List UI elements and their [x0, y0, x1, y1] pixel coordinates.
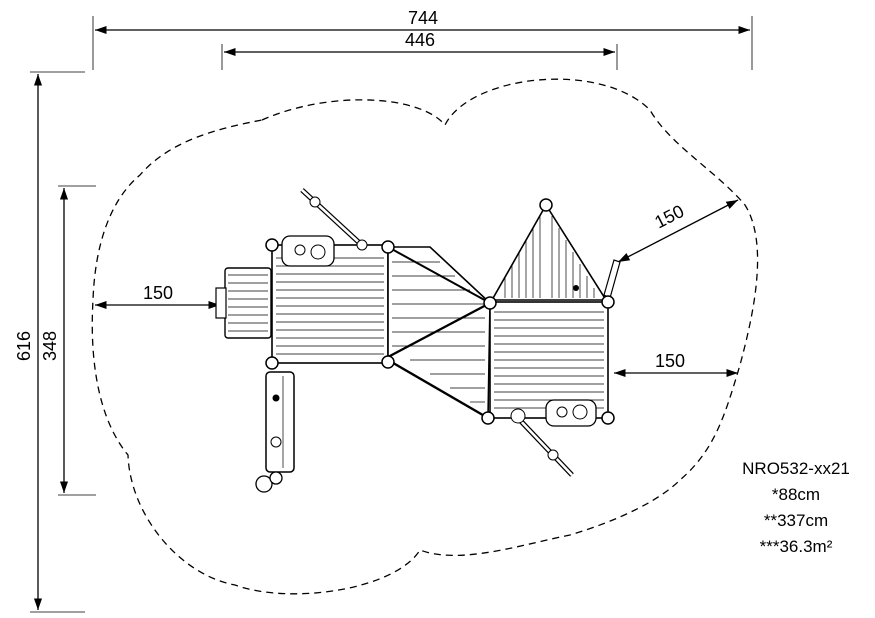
safety-area: ***36.3m²	[760, 537, 833, 556]
dimension-clearance-top-right-label: 150	[651, 201, 687, 232]
right-rail	[603, 259, 621, 299]
left-tube-element	[215, 267, 272, 339]
dimension-structure-depth: 348	[40, 185, 96, 496]
dimension-structure-width-label: 446	[405, 30, 435, 50]
roof-triangle	[490, 203, 608, 301]
dimension-overall-depth-label: 616	[14, 331, 34, 361]
post	[539, 198, 553, 212]
post	[265, 356, 279, 370]
dimension-clearance-left-label: 150	[143, 283, 173, 303]
dimension-structure-width: 446	[221, 30, 618, 70]
bridge-section	[387, 246, 491, 420]
upper-periscope	[300, 188, 368, 251]
free-fall-height: *88cm	[772, 485, 820, 504]
safety-zone-outline	[91, 78, 759, 595]
left-deck	[271, 235, 389, 364]
lower-periscope	[510, 408, 574, 477]
post	[481, 411, 495, 425]
dimension-structure-depth-label: 348	[40, 331, 60, 361]
post	[483, 296, 497, 310]
post	[601, 295, 615, 309]
max-height: **337cm	[764, 511, 828, 530]
post	[601, 411, 615, 425]
post	[265, 238, 279, 252]
climbing-board	[255, 371, 295, 493]
dimension-clearance-top-right: 150	[617, 199, 739, 263]
product-info: NRO532-xx21 *88cm **337cm ***36.3m²	[742, 459, 850, 556]
support-posts	[265, 198, 615, 425]
play-structure	[215, 188, 621, 493]
product-code: NRO532-xx21	[742, 459, 850, 478]
dimension-clearance-right-label: 150	[655, 351, 685, 371]
right-deck	[489, 301, 609, 427]
dimension-clearance-left: 150	[95, 283, 220, 310]
dimension-overall-width-label: 744	[408, 8, 438, 28]
post	[381, 355, 395, 369]
dimension-overall-depth: 616	[14, 71, 85, 613]
dimension-overall-width: 744	[92, 8, 753, 70]
dimension-clearance-right: 150	[614, 351, 738, 378]
post	[381, 240, 395, 254]
